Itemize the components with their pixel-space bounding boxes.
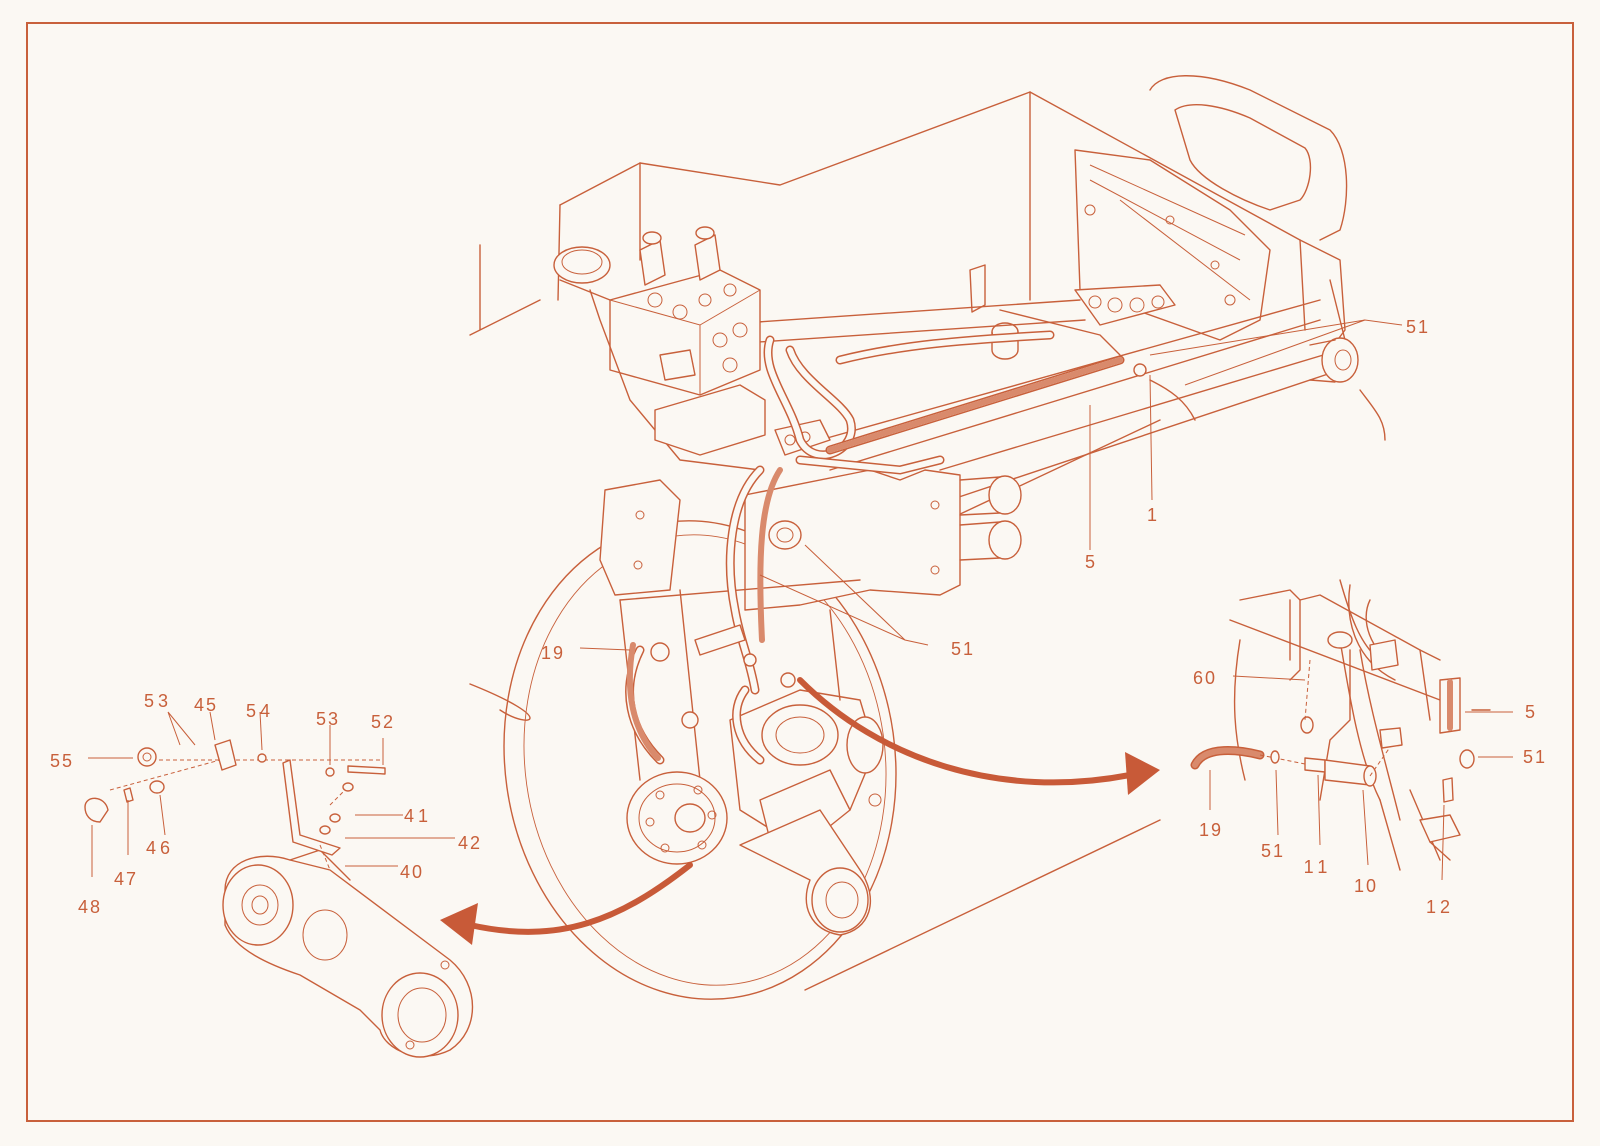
callout-51-right: 51 <box>1523 747 1547 767</box>
callout-46: 46 <box>146 838 174 858</box>
callout-53-right: 53 <box>316 709 340 729</box>
callout-48: 48 <box>78 897 102 917</box>
callout-11: 11 <box>1304 857 1333 877</box>
detail-arrows <box>440 677 1160 945</box>
diagram-frame <box>26 22 1574 1122</box>
callout-12: 12 <box>1426 897 1454 917</box>
callout-5-main: 5 <box>1085 552 1095 572</box>
callout-51-mid: 51 <box>951 639 975 659</box>
callout-5-right: 5 <box>1525 702 1535 722</box>
callout-55: 55 <box>50 751 74 771</box>
callout-41: 41 <box>404 806 432 826</box>
callout-19-main: 19 <box>541 643 565 663</box>
callout-53-left: 53 <box>144 691 172 711</box>
callout-45: 45 <box>194 695 218 715</box>
callout-40: 40 <box>400 862 424 882</box>
callout-52: 52 <box>371 712 395 732</box>
arrow-head-left-icon <box>440 903 478 945</box>
callout-51-bottom: 51 <box>1261 841 1285 861</box>
arrow-head-right-icon <box>1125 752 1160 795</box>
callout-51-top: 51 <box>1406 317 1430 337</box>
callout-19-right: 19 <box>1199 820 1223 840</box>
callout-1: 1 <box>1147 505 1157 525</box>
callout-47: 47 <box>114 869 138 889</box>
callout-60: 60 <box>1193 668 1217 688</box>
callout-42: 42 <box>458 833 482 853</box>
right-detail-hose-connection <box>1190 579 1491 871</box>
callout-10: 10 <box>1354 876 1378 896</box>
leader-lines <box>88 319 1513 881</box>
callout-54: 54 <box>246 701 274 721</box>
callout-labels: 51 1 5 51 19 55 53 45 54 53 52 41 42 40 … <box>50 317 1547 917</box>
main-assembly <box>469 75 1386 1000</box>
left-detail-drive-arm <box>84 739 474 1058</box>
